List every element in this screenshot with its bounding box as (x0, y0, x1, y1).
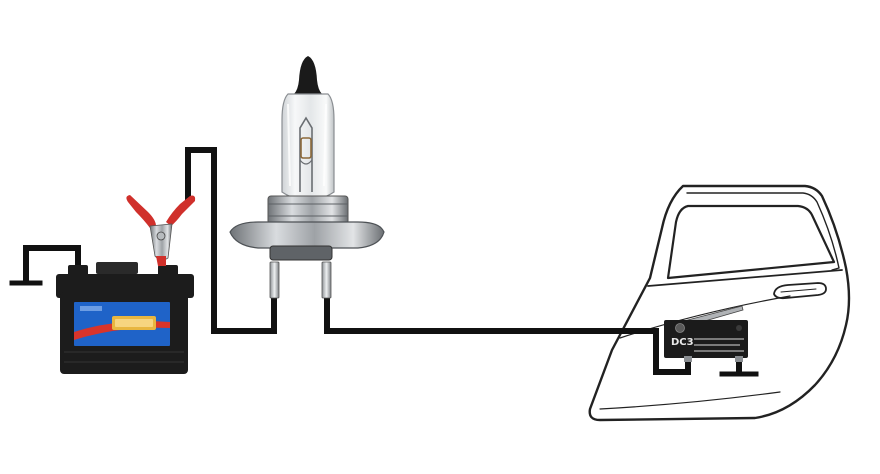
bulb-pin-right (321, 261, 332, 299)
clip-handle-left (126, 195, 156, 228)
bulb-pin-left (269, 261, 280, 299)
wires (9, 147, 759, 377)
switch-mount-hole (675, 323, 685, 333)
bulb-flange (229, 221, 385, 249)
bulb-collar (267, 195, 349, 225)
clip-handle-right (166, 195, 196, 226)
alligator-clip-icon (126, 195, 196, 266)
car-door-icon (588, 184, 851, 422)
door-inner-rim (686, 192, 840, 271)
h7-halogen-bulb-icon (229, 56, 385, 299)
micro-switch-icon: DC3 (664, 305, 748, 362)
switch-label: DC3 (671, 337, 694, 348)
bulb-base-ring (269, 245, 333, 261)
wire-bulb-to-switch (324, 295, 691, 375)
wire-battery-ground (23, 245, 81, 285)
switch-terminal-right (735, 356, 743, 362)
door-outline (588, 184, 851, 422)
door-beltline (647, 269, 843, 287)
car-battery-icon (56, 262, 194, 374)
bulb-filament (299, 116, 313, 192)
door-bottom-line (599, 391, 781, 410)
door-window (666, 204, 836, 280)
switch-terminal-left (684, 356, 692, 362)
bulb-tip (294, 56, 322, 94)
door-handle (773, 282, 827, 300)
wire-clip-to-bulb (185, 147, 277, 334)
